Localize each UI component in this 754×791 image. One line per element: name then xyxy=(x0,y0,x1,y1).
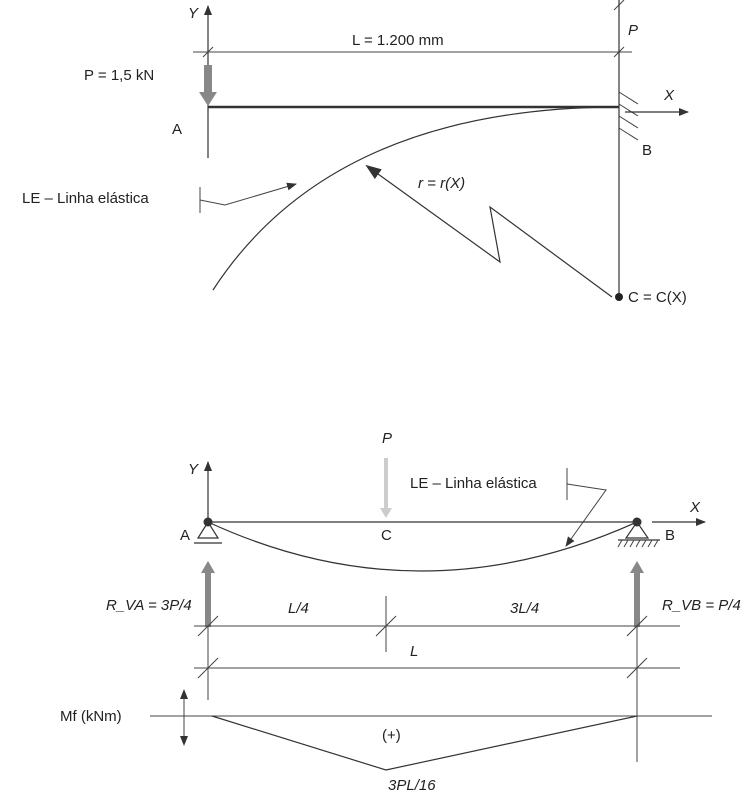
elastic-line-leader xyxy=(565,483,607,547)
point-a-label: A xyxy=(180,527,190,544)
elastic-curve xyxy=(207,521,638,572)
point-c-label: C xyxy=(381,527,392,544)
elastic-line-leader xyxy=(199,182,297,206)
load-arrow-light xyxy=(380,458,392,518)
x-axis-label: X xyxy=(663,87,675,104)
dim-tick xyxy=(375,615,397,637)
reaction-b-label: R_VB = P/4 xyxy=(662,597,741,614)
moment-axis-label: Mf (kNm) xyxy=(60,708,122,725)
moment-max-label: 3PL/16 xyxy=(388,777,436,791)
center-point xyxy=(615,293,623,301)
load-label: P = 1,5 kN xyxy=(84,67,154,84)
length-label: L = 1.200 mm xyxy=(352,32,444,49)
point-b-label: B xyxy=(665,527,675,544)
radius-label: r = r(X) xyxy=(418,175,465,192)
dim-left-label: L/4 xyxy=(288,600,309,617)
elastic-curve xyxy=(212,106,613,291)
y-axis-label: Y xyxy=(188,5,199,22)
wall-p-label: P xyxy=(628,22,638,39)
fixed-support-hatch xyxy=(618,91,639,141)
radius-arrow xyxy=(365,164,613,298)
center-label: C = C(X) xyxy=(628,289,687,306)
elastic-line-label: LE – Linha elástica xyxy=(22,190,149,207)
y-axis-label: Y xyxy=(188,461,199,478)
reaction-arrow-a xyxy=(201,561,215,627)
load-p-label: P xyxy=(382,430,392,447)
point-a-label: A xyxy=(172,121,182,138)
reaction-arrow-b xyxy=(630,561,644,627)
dim-tick xyxy=(202,46,214,58)
roller-support-a xyxy=(196,520,220,539)
pinned-support-b xyxy=(624,520,650,539)
moment-diagram xyxy=(211,715,638,771)
point-b-label: B xyxy=(642,142,652,159)
load-arrow xyxy=(199,65,217,106)
elastic-line-label: LE – Linha elástica xyxy=(410,475,537,492)
ground-hatch xyxy=(617,539,659,548)
simple-beam-diagram: P Y LE – Linha elástica A C B X R_VA = 3… xyxy=(60,430,741,791)
x-axis-label: X xyxy=(689,499,701,516)
dim-total-label: L xyxy=(410,643,418,660)
moment-sign: (+) xyxy=(382,727,401,744)
cantilever-diagram: Y L = 1.200 mm P P = 1,5 kN A X B r = r(… xyxy=(22,0,689,306)
reaction-a-label: R_VA = 3P/4 xyxy=(106,597,192,614)
dim-right-label: 3L/4 xyxy=(510,600,539,617)
